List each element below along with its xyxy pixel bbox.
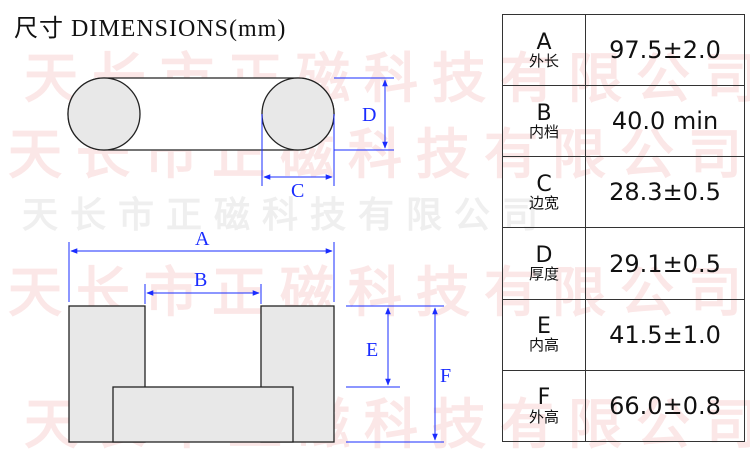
left-end-circle	[67, 77, 141, 151]
dimension-e	[346, 305, 444, 388]
label-a: A	[195, 228, 210, 250]
dimension-b	[144, 284, 262, 304]
front-view	[68, 305, 335, 443]
top-view	[67, 77, 335, 151]
dimension-c	[261, 114, 335, 186]
dimension-f	[346, 307, 444, 443]
label-d: D	[362, 104, 376, 126]
dimension-value: 40.0 min	[585, 85, 745, 158]
dimension-d	[334, 77, 394, 151]
dimension-value: 29.1±0.5	[585, 227, 745, 300]
dimension-value: 66.0±0.8	[585, 369, 745, 443]
dimension-value: 41.5±1.0	[585, 298, 745, 371]
label-b: B	[194, 269, 207, 291]
label-c: C	[291, 180, 304, 202]
bottom-bar	[112, 386, 294, 443]
label-f: F	[440, 365, 451, 387]
dimension-drawing: D C A B E F	[67, 77, 451, 443]
right-end-circle	[261, 77, 335, 151]
label-e: E	[366, 339, 378, 361]
page-title: 尺寸 DIMENSIONS(mm)	[14, 16, 287, 42]
dimension-value: 28.3±0.5	[585, 156, 745, 229]
dimension-value: 97.5±2.0	[585, 13, 745, 87]
dimension-a	[68, 242, 335, 302]
